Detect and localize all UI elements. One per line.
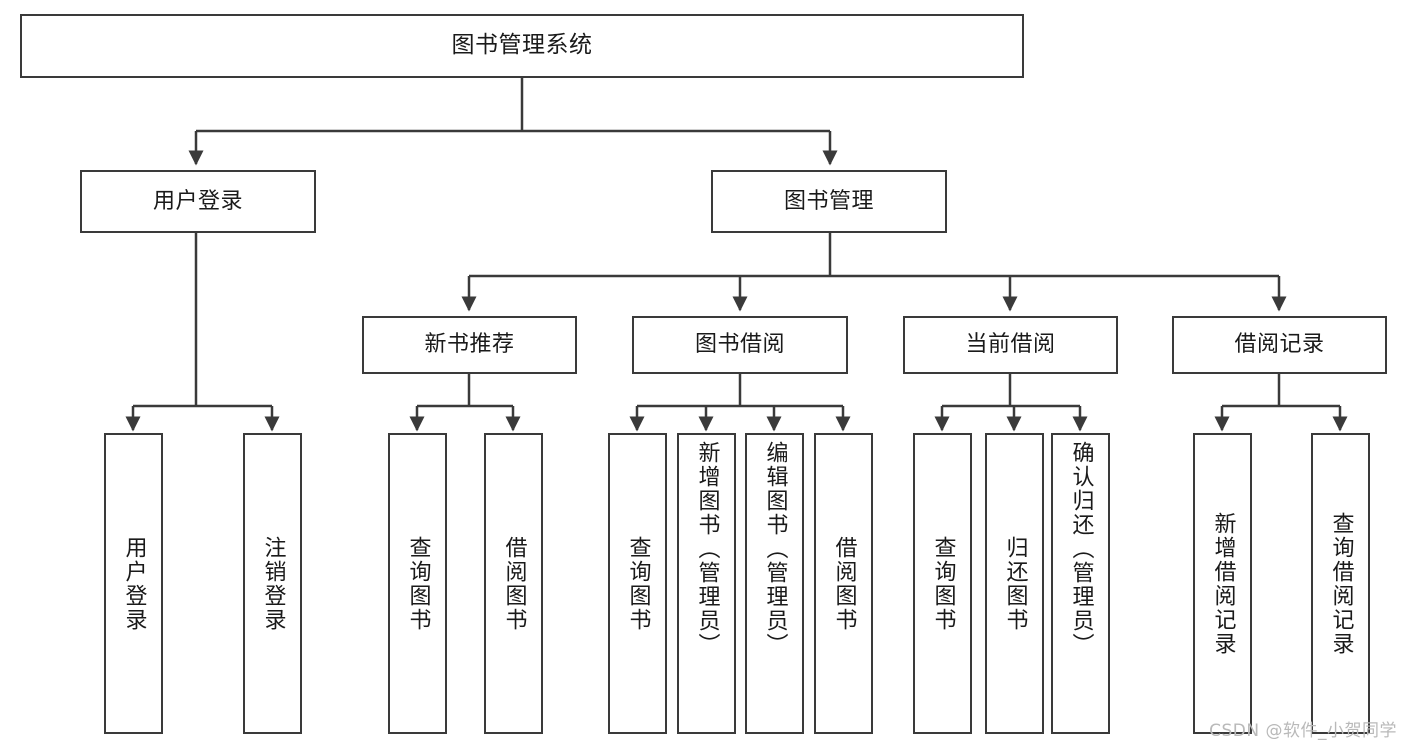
node-label: 图书管理 bbox=[783, 188, 874, 214]
node-label: 查询图书 bbox=[625, 535, 651, 632]
node-label: 确认归还（管理员） bbox=[1068, 441, 1094, 657]
node-root-system[interactable]: 图书管理系统 bbox=[20, 14, 1024, 78]
leaf-add-book[interactable]: 新增图书（管理员） bbox=[677, 433, 736, 734]
node-label: 注销登录 bbox=[260, 535, 286, 632]
node-label: 查询借阅记录 bbox=[1328, 511, 1354, 656]
leaf-query-book-3[interactable]: 查询图书 bbox=[913, 433, 972, 734]
node-label: 新书推荐 bbox=[424, 332, 515, 358]
node-label: 查询图书 bbox=[930, 535, 956, 632]
leaf-edit-book[interactable]: 编辑图书（管理员） bbox=[745, 433, 804, 734]
node-label: 新增借阅记录 bbox=[1210, 511, 1236, 656]
node-label: 新增图书（管理员） bbox=[694, 441, 720, 657]
node-label: 借阅图书 bbox=[831, 535, 857, 632]
node-user-login[interactable]: 用户登录 bbox=[80, 170, 316, 233]
leaf-query-record[interactable]: 查询借阅记录 bbox=[1311, 433, 1370, 734]
node-borrow-record[interactable]: 借阅记录 bbox=[1172, 316, 1387, 374]
leaf-borrow-book-2[interactable]: 借阅图书 bbox=[814, 433, 873, 734]
leaf-query-book-2[interactable]: 查询图书 bbox=[608, 433, 667, 734]
leaf-add-record[interactable]: 新增借阅记录 bbox=[1193, 433, 1252, 734]
leaf-user-login[interactable]: 用户登录 bbox=[104, 433, 163, 734]
node-label: 借阅图书 bbox=[501, 535, 527, 632]
node-book-manage[interactable]: 图书管理 bbox=[711, 170, 947, 233]
node-label: 借阅记录 bbox=[1234, 332, 1325, 358]
watermark-text: CSDN @软件_小贺同学 bbox=[1209, 721, 1397, 741]
node-label: 用户登录 bbox=[152, 188, 243, 214]
leaf-confirm-return[interactable]: 确认归还（管理员） bbox=[1051, 433, 1110, 734]
node-label: 查询图书 bbox=[405, 535, 431, 632]
node-label: 编辑图书（管理员） bbox=[762, 441, 788, 657]
node-new-book-recommend[interactable]: 新书推荐 bbox=[362, 316, 577, 374]
node-label: 归还图书 bbox=[1002, 535, 1028, 632]
node-label: 用户登录 bbox=[121, 535, 147, 632]
leaf-borrow-book-1[interactable]: 借阅图书 bbox=[484, 433, 543, 734]
leaf-return-book[interactable]: 归还图书 bbox=[985, 433, 1044, 734]
leaf-query-book-1[interactable]: 查询图书 bbox=[388, 433, 447, 734]
node-current-borrow[interactable]: 当前借阅 bbox=[903, 316, 1118, 374]
node-label: 图书借阅 bbox=[694, 332, 785, 358]
node-book-borrow[interactable]: 图书借阅 bbox=[632, 316, 848, 374]
node-label: 图书管理系统 bbox=[451, 32, 593, 59]
node-label: 当前借阅 bbox=[965, 332, 1056, 358]
leaf-logout[interactable]: 注销登录 bbox=[243, 433, 302, 734]
